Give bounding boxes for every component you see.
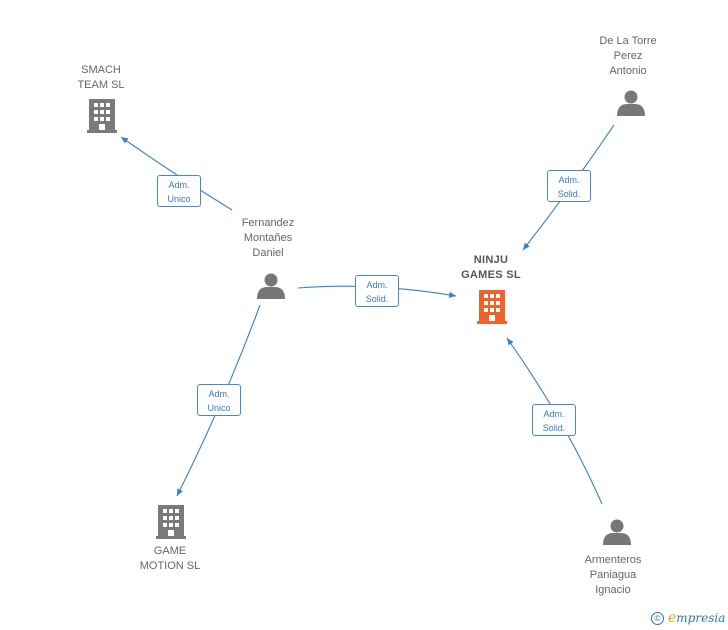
building-icon: [87, 99, 117, 133]
person-icon: [603, 519, 631, 545]
edge-label-fernandez-smach: Adm. Unico: [157, 175, 201, 207]
node-label-ninju-games[interactable]: NINJU GAMES SL: [461, 254, 521, 281]
edge-fernandez-smach: [120, 136, 233, 211]
node-label-armenteros[interactable]: Armenteros Paniagua Ignacio: [584, 554, 642, 596]
copyright-icon: ©: [651, 612, 664, 625]
edge-label-delatorre-ninju: Adm. Solid.: [547, 170, 591, 202]
brand-logo[interactable]: © empresia: [651, 610, 725, 626]
brand-e: e: [668, 610, 677, 626]
node-label-fernandez[interactable]: Fernandez Montañes Daniel: [241, 217, 295, 259]
edge-label-fernandez-game: Adm. Unico: [197, 384, 241, 416]
node-label-de-la-torre[interactable]: De La Torre Perez Antonio: [599, 35, 657, 77]
building-icon: [156, 505, 186, 539]
focus-building-icon: [477, 290, 507, 324]
node-label-smach-team[interactable]: SMACH TEAM SL: [77, 64, 125, 91]
edge-label-fernandez-ninju: Adm. Solid.: [355, 275, 399, 307]
person-icon: [617, 90, 645, 116]
person-icon: [257, 273, 285, 299]
brand-name: mpresia: [676, 611, 726, 625]
node-label-game-motion[interactable]: GAME MOTION SL: [139, 545, 201, 572]
edge-label-armenteros-ninju: Adm. Solid.: [532, 404, 576, 436]
